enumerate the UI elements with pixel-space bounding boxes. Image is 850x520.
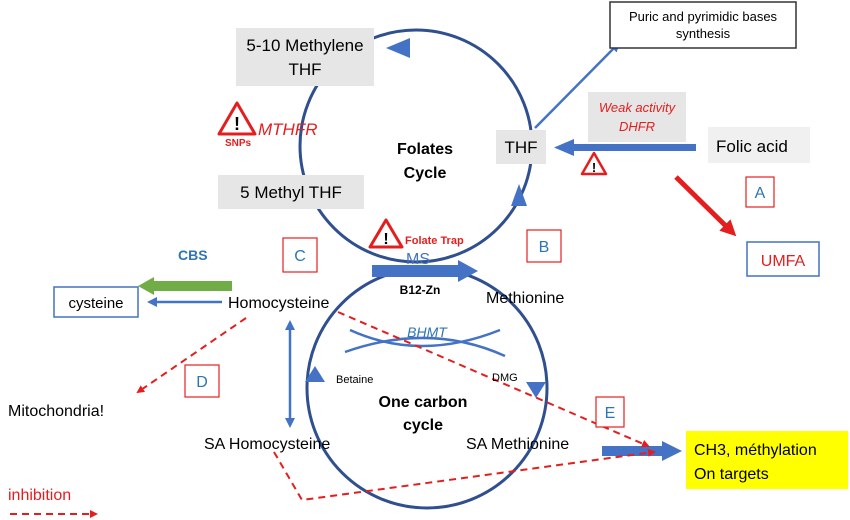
sa-homocysteine-label: SA Homocysteine <box>204 436 330 453</box>
homocysteine-label: Homocysteine <box>228 295 329 312</box>
thf-box <box>496 130 546 164</box>
dhfr-label-line2: DHFR <box>619 119 655 134</box>
sa-methionine-to-ch3-arrow-head <box>662 441 682 461</box>
folates-cycle-arrowhead-right <box>511 184 527 206</box>
b12-label: B12-Zn <box>400 283 441 297</box>
cbs-arrow-body <box>152 281 232 291</box>
homocysteine-to-mitochondria-inhibition <box>136 317 247 394</box>
one-carbon-arrowhead-left <box>305 366 325 382</box>
folic-to-thf-arrow-body <box>572 144 696 151</box>
puric-box <box>609 1 797 49</box>
dhfr-label-line1: Weak activity <box>599 100 677 115</box>
letter-e: E <box>605 405 616 422</box>
cbs-arrow-head <box>138 277 154 295</box>
methylene-thf-label-line2: THF <box>288 60 321 79</box>
betaine-label: Betaine <box>336 374 373 386</box>
cbs-label: CBS <box>178 247 208 263</box>
cysteine-label: cysteine <box>68 295 123 312</box>
ms-arrow-body <box>372 265 460 277</box>
methyl-thf-label: 5 Methyl THF <box>240 183 342 202</box>
folic-acid-label: Folic acid <box>716 137 788 156</box>
snps-label: SNPs <box>225 138 252 149</box>
folate-trap-label: Folate Trap <box>405 235 464 247</box>
bhmt-arc-upper <box>349 328 501 348</box>
letter-c: C <box>294 248 306 265</box>
letter-d-box <box>184 364 220 398</box>
methylene-thf-box <box>236 28 374 86</box>
puric-label-line1: Puric and pyrimidic bases <box>629 9 778 24</box>
ch3-label-line2: On targets <box>694 466 769 483</box>
letter-b: B <box>539 239 550 256</box>
umfa-box <box>746 241 820 277</box>
letter-e-box <box>595 396 625 428</box>
puric-label-line2: synthesis <box>676 26 731 41</box>
umfa-label: UMFA <box>761 253 806 270</box>
letter-c-box <box>282 237 318 273</box>
methylene-thf-label-line1: 5-10 Methylene <box>246 36 363 55</box>
one-carbon-title-line2: cycle <box>403 417 443 434</box>
folates-cycle-title-line2: Cycle <box>404 165 447 182</box>
folic-to-thf-arrow-head <box>554 139 574 156</box>
sa-methionine-label: SA Methionine <box>466 436 569 453</box>
sa-homocysteine-to-ch3-inhibition <box>273 448 656 502</box>
dmg-label: DMG <box>492 372 518 384</box>
letter-a-box <box>745 176 775 208</box>
ms-arrow-head <box>458 260 478 282</box>
letter-a: A <box>755 185 766 202</box>
folic-to-umfa-arrow <box>674 175 737 237</box>
ch3-label-line1: CH3, méthylation <box>694 442 817 459</box>
methionine-label: Methionine <box>486 290 564 307</box>
svg-text:!: ! <box>234 114 240 134</box>
svg-text:!: ! <box>383 231 388 248</box>
warning-icon-folate-trap: ! <box>368 218 404 249</box>
thf-to-puric-arrow <box>534 41 621 129</box>
letter-d: D <box>196 374 208 391</box>
mitochondria-label: Mitochondria! <box>8 403 104 420</box>
one-carbon-arrowhead-right <box>526 382 546 398</box>
thf-label: THF <box>504 138 537 157</box>
letter-b-box <box>526 229 562 263</box>
ch3-box <box>686 431 848 489</box>
folic-acid-box <box>708 127 810 163</box>
bhmt-arc-lower <box>344 336 506 358</box>
bhmt-label: BHMT <box>407 324 448 340</box>
one-carbon-title-line1: One carbon <box>379 394 468 411</box>
warning-icon-mthfr: ! <box>217 101 257 136</box>
dhfr-box <box>588 92 686 142</box>
folates-cycle-arrowhead-top <box>386 38 410 58</box>
sa-methionine-to-ch3-arrow-body <box>602 446 664 456</box>
methyl-thf-box <box>218 175 364 209</box>
ms-label: MS <box>406 251 430 268</box>
mthfr-label: MTHFR <box>258 120 317 139</box>
svg-text:!: ! <box>592 160 596 175</box>
folates-cycle-title-line1: Folates <box>397 141 453 158</box>
warning-icon-dhfr: ! <box>580 151 608 176</box>
legend-inhibition-label: inhibition <box>8 487 71 504</box>
cysteine-box <box>53 286 139 318</box>
